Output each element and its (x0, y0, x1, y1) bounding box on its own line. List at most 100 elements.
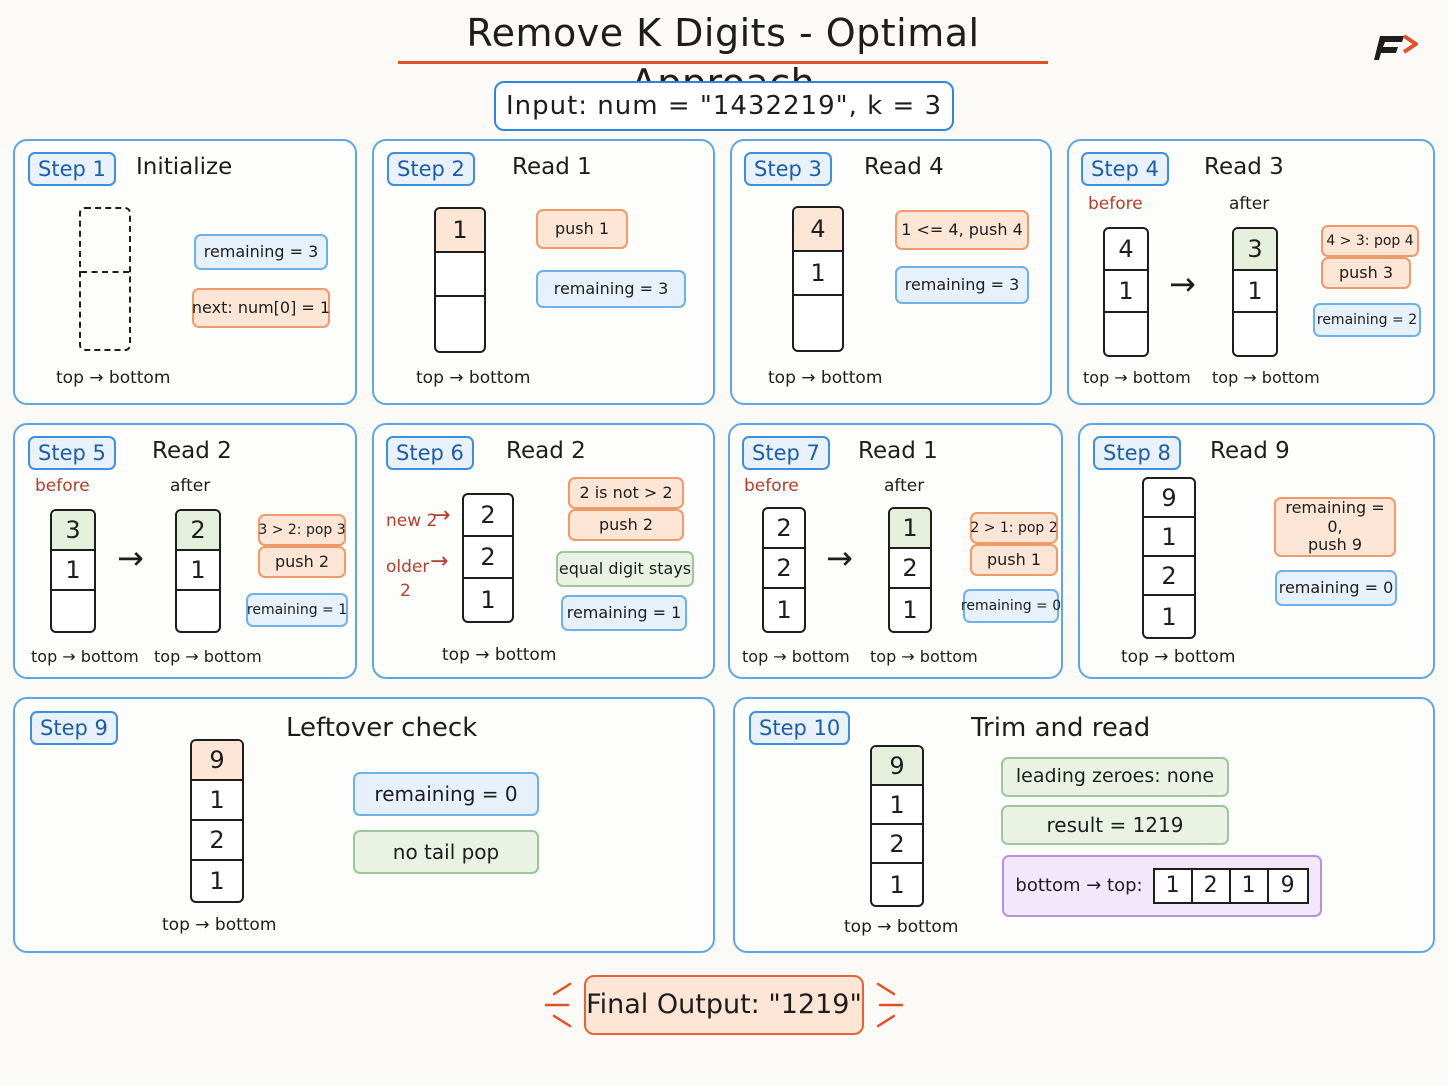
stack-axis-label: top → bottom (56, 368, 171, 388)
page-title: Remove K Digits - Optimal Approach (398, 8, 1048, 105)
older-label: older (386, 557, 430, 577)
push-chip: remaining = 0, push 9 (1274, 497, 1396, 557)
stack-cell: 3 (52, 511, 94, 551)
remaining-chip: remaining = 1 (246, 593, 348, 627)
stack-cell: 2 (1144, 557, 1194, 596)
right-arrow: → (1169, 265, 1196, 303)
step-tag: Step 3 (744, 152, 832, 186)
action-chip: push 1 (536, 209, 628, 249)
step-heading: Read 4 (864, 154, 944, 180)
step-tag: Step 10 (749, 711, 851, 745)
stack-cell (81, 273, 129, 349)
push-chip: push 2 (568, 509, 684, 541)
step-heading: Read 2 (152, 438, 232, 464)
stack-cell: 2 (890, 549, 930, 589)
before-label: before (744, 476, 799, 496)
step-9-panel: Step 9 Leftover check 9 1 2 1 remaining … (13, 697, 715, 953)
stack-axis-label: top → bottom (870, 647, 978, 666)
before-stack: 4 1 (1103, 227, 1149, 357)
stack: 9 1 2 1 (190, 739, 244, 903)
stack-axis-label: top → bottom (154, 647, 262, 666)
stack-cell (81, 209, 129, 273)
step-heading: Read 2 (506, 438, 586, 464)
right-arrow: → (432, 503, 451, 528)
step-tag: Step 6 (386, 436, 474, 470)
stack-cell: 2 (177, 511, 219, 551)
result-digit: 9 (1280, 873, 1295, 899)
push-chip: push 3 (1321, 257, 1411, 289)
step-tag: Step 5 (28, 436, 116, 470)
result-digit: 1 (1155, 870, 1193, 902)
step-tag: Step 8 (1093, 436, 1181, 470)
stack-cell: 2 (872, 825, 922, 864)
right-arrow: → (117, 539, 144, 577)
new-label: new 2 (386, 511, 438, 531)
action-chip: 1 <= 4, push 4 (895, 210, 1029, 250)
note-chip: equal digit stays (556, 551, 694, 587)
note-chip: no tail pop (353, 830, 539, 874)
remaining-chip: remaining = 3 (536, 270, 686, 308)
compare-chip: 2 is not > 2 (568, 477, 684, 509)
right-arrow: → (826, 539, 853, 577)
stack-cell: 1 (480, 586, 496, 614)
stack-cell: 9 (872, 747, 922, 786)
after-stack: 3 1 (1232, 227, 1278, 357)
stack-cell: 9 (192, 741, 242, 781)
before-stack: 3 1 (50, 509, 96, 633)
older-value: 2 (400, 581, 411, 601)
logo-icon (1374, 34, 1418, 60)
pop-chip: 3 > 2: pop 3 (258, 514, 346, 546)
final-output: Final Output: "1219" (584, 975, 864, 1035)
step-5-panel: Step 5 Read 2 before after 3 1 → 2 1 3 >… (13, 423, 357, 679)
remaining-chip: remaining = 3 (895, 266, 1029, 304)
empty-stack (79, 207, 131, 351)
stack-axis-label: top → bottom (31, 647, 139, 666)
result-digits: 1 2 1 9 (1152, 868, 1309, 904)
stack-cell: 1 (902, 596, 918, 624)
result-order-box: bottom → top: 1 2 1 9 (1002, 855, 1322, 917)
after-stack: 1 2 1 (888, 507, 932, 633)
stack-cell: 2 (464, 495, 512, 537)
input-box: Input: num = "1432219", k = 3 (494, 81, 954, 131)
stack-cell: 1 (794, 252, 842, 296)
stack-cell: 2 (464, 537, 512, 579)
step-tag: Step 9 (30, 711, 118, 745)
burst-right-icon (876, 982, 904, 1028)
remaining-chip: remaining = 3 (194, 234, 328, 270)
stack-cell (794, 296, 842, 350)
stack-axis-label: top → bottom (844, 917, 959, 937)
stack-axis-label: top → bottom (1083, 368, 1191, 387)
stack-cell: 4 (1105, 229, 1147, 271)
stack-cell: 1 (890, 509, 930, 549)
step-3-panel: Step 3 Read 4 4 1 1 <= 4, push 4 remaini… (730, 139, 1052, 405)
stack-cell: 1 (1105, 271, 1147, 313)
step-4-panel: Step 4 Read 3 before after 4 1 → 3 1 4 >… (1067, 139, 1435, 405)
result-digit: 2 (1193, 870, 1231, 902)
after-label: after (884, 476, 925, 496)
before-stack: 2 2 1 (762, 507, 806, 633)
stack-cell: 1 (1144, 518, 1194, 557)
stack-cell: 3 (1234, 229, 1276, 271)
stack-axis-label: top → bottom (1212, 368, 1320, 387)
stack-cell: 1 (1234, 271, 1276, 313)
stack-cell: 1 (436, 209, 484, 253)
stack-axis-label: top → bottom (442, 645, 557, 665)
push-chip: push 2 (258, 546, 346, 578)
remaining-chip: remaining = 0 (961, 589, 1061, 623)
before-label: before (35, 476, 90, 496)
step-heading: Read 1 (858, 438, 938, 464)
stack: 4 1 (792, 206, 844, 352)
step-tag: Step 7 (742, 436, 830, 470)
step-6-panel: Step 6 Read 2 new 2 → older → 2 2 2 1 2 … (372, 423, 715, 679)
after-stack: 2 1 (175, 509, 221, 633)
step-tag: Step 4 (1081, 152, 1169, 186)
stack-cell (177, 591, 219, 631)
stack: 9 1 2 1 (1142, 477, 1196, 639)
burst-left-icon (544, 982, 572, 1028)
step-heading: Trim and read (971, 713, 1151, 743)
stack-cell: 1 (209, 867, 225, 895)
step-8-panel: Step 8 Read 9 9 1 2 1 remaining = 0, pus… (1078, 423, 1435, 679)
stack-cell (1234, 313, 1276, 355)
result-digit: 1 (1231, 870, 1269, 902)
remaining-chip: remaining = 0 (353, 772, 539, 816)
